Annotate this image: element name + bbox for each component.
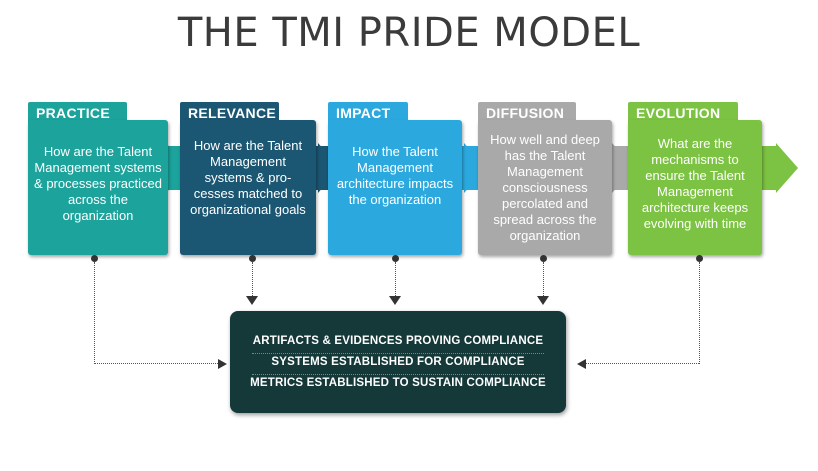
connector-arrowhead-diffusion <box>537 296 549 305</box>
stage-box-diffusion: How well and deep has the Talent Managem… <box>478 120 612 255</box>
stage-box-impact: How the Talent Management architecture i… <box>328 120 462 255</box>
stage-text-relevance: How are the Talent Management systems & … <box>190 138 306 217</box>
stage-box-practice: How are the Talent Management systems & … <box>28 120 168 255</box>
stage-label-evolution: EVOLUTION <box>636 105 721 121</box>
stage-text-impact: How the Talent Management architecture i… <box>336 144 454 207</box>
stage-tab-practice: PRACTICE <box>28 102 127 124</box>
page-title: THE TMI PRIDE MODEL <box>177 10 641 56</box>
connector-dot-diffusion <box>540 255 547 262</box>
connector-dot-evolution <box>696 255 703 262</box>
stage-label-impact: IMPACT <box>336 105 391 121</box>
connector-line-diffusion <box>543 262 544 296</box>
stage-label-relevance: RELEVANCE <box>188 105 277 121</box>
stage-tab-evolution: EVOLUTION <box>628 102 738 124</box>
flow-arrow-5 <box>762 146 778 190</box>
stage-tab-diffusion: DIFFUSION <box>478 102 576 124</box>
stage-tab-impact: IMPACT <box>328 102 408 124</box>
compliance-divider-2 <box>252 374 544 375</box>
stage-box-relevance: How are the Talent Management systems & … <box>180 120 316 255</box>
connector-dot-practice <box>91 255 98 262</box>
connector-arrowhead-impact <box>389 296 401 305</box>
connector-line-impact <box>395 262 396 296</box>
compliance-divider-1 <box>252 353 544 354</box>
flow-arrow-head-5 <box>776 143 798 193</box>
connector-line-relevance <box>252 262 253 296</box>
compliance-item-systems: SYSTEMS ESTABLISHED FOR COMPLIANCE <box>271 356 525 368</box>
stage-tab-relevance: RELEVANCE <box>180 102 279 124</box>
connector-dot-impact <box>392 255 399 262</box>
stage-label-practice: PRACTICE <box>36 105 110 121</box>
stage-text-practice: How are the Talent Management systems & … <box>34 144 162 223</box>
connector-arrowhead-evolution <box>577 359 586 369</box>
connector-line-evolution-horizontal <box>586 363 699 364</box>
connector-line-evolution-vertical <box>699 262 700 364</box>
connector-dot-relevance <box>249 255 256 262</box>
compliance-item-metrics: METRICS ESTABLISHED TO SUSTAIN COMPLIANC… <box>250 377 546 389</box>
stage-text-evolution: What are the mechanisms to ensure the Ta… <box>641 136 749 231</box>
compliance-item-artifacts: ARTIFACTS & EVIDENCES PROVING COMPLIANCE <box>252 335 544 347</box>
connector-line-practice-vertical <box>94 262 95 364</box>
connector-arrowhead-practice <box>218 359 227 369</box>
connector-line-practice-horizontal <box>94 363 218 364</box>
stage-text-diffusion: How well and deep has the Talent Managem… <box>490 132 600 243</box>
stage-box-evolution: What are the mechanisms to ensure the Ta… <box>628 120 762 255</box>
connector-arrowhead-relevance <box>246 296 258 305</box>
compliance-box: ARTIFACTS & EVIDENCES PROVING COMPLIANCE… <box>230 311 566 413</box>
stage-label-diffusion: DIFFUSION <box>486 105 565 121</box>
